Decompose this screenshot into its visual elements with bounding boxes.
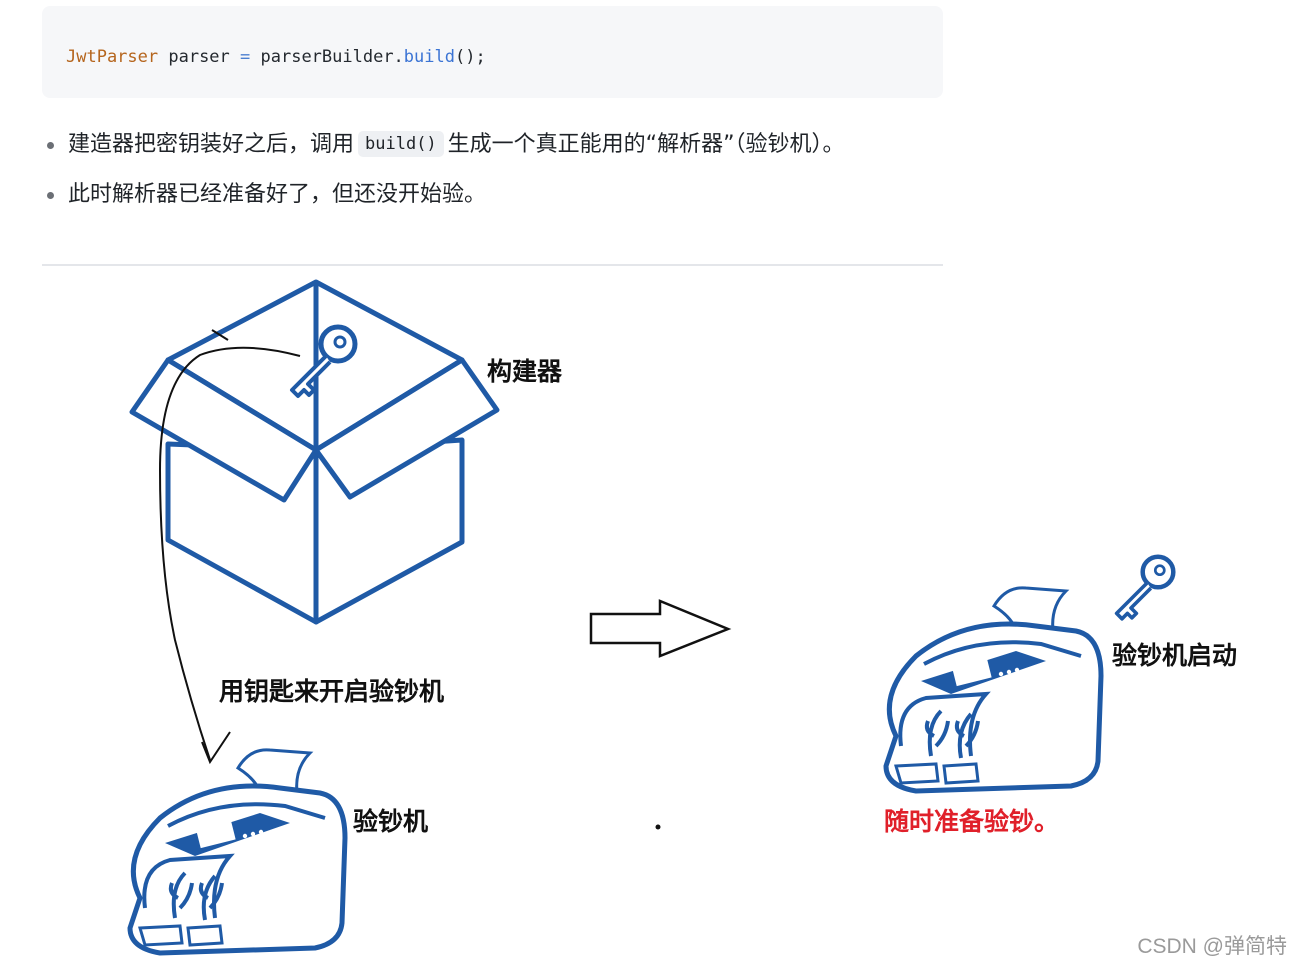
right-arrow: [591, 601, 728, 656]
key-action-label: 用钥匙来开启验钞机: [219, 672, 444, 708]
dot-mark: [656, 825, 661, 830]
machine-label: 验钞机: [353, 802, 428, 838]
machine-started-label: 验钞机启动: [1112, 636, 1237, 672]
builder-label: 构建器: [487, 352, 562, 388]
ready-label: 随时准备验钞。: [884, 802, 1059, 838]
watermark: CSDN @弹简特: [1137, 930, 1287, 960]
key-icon-small: [1117, 557, 1174, 619]
counting-machine-icon: [130, 750, 345, 953]
counting-machine-started-icon: [886, 588, 1101, 791]
box-icon: [132, 282, 497, 622]
